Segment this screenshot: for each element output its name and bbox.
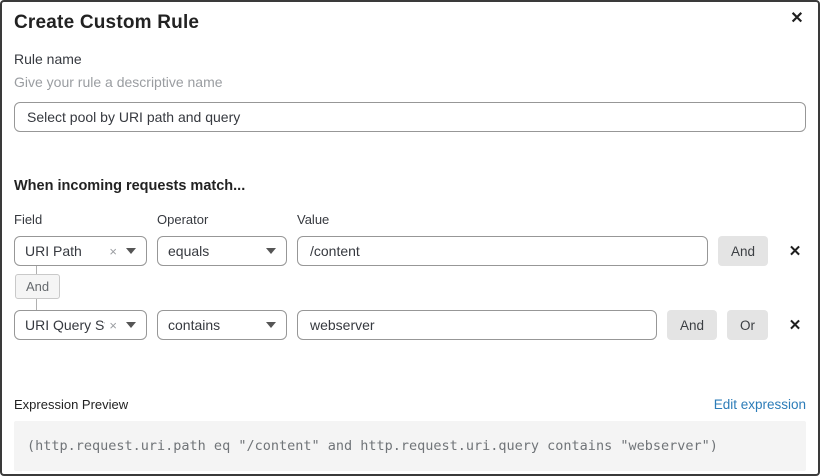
clear-icon[interactable]: × (109, 243, 117, 259)
matcher-heading: When incoming requests match... (14, 178, 246, 194)
operator-select[interactable]: equals (157, 236, 287, 266)
chevron-down-icon (266, 322, 276, 328)
delete-row-icon[interactable]: ✕ (784, 316, 806, 334)
and-connector-badge[interactable]: And (15, 274, 61, 299)
add-and-button[interactable]: And (666, 310, 717, 340)
edit-expression-link[interactable]: Edit expression (713, 397, 806, 412)
field-column-label: Field (14, 212, 43, 227)
close-icon[interactable]: ✕ (786, 8, 808, 30)
delete-row-icon[interactable]: ✕ (784, 242, 806, 260)
rule-name-label: Rule name (14, 51, 82, 67)
expression-preview-header: Expression Preview Edit expression (14, 397, 806, 412)
rule-name-hint: Give your rule a descriptive name (14, 74, 223, 90)
condition-row: URI Path × equals And ✕ (14, 236, 806, 266)
operator-column-label: Operator (157, 212, 209, 227)
clear-icon[interactable]: × (109, 317, 117, 333)
expression-preview-section: Expression Preview Edit expression (http… (14, 397, 806, 471)
field-select-value: URI Query St... (25, 317, 105, 333)
field-select[interactable]: URI Query St... × (14, 310, 147, 340)
condition-row: URI Query St... × contains And Or ✕ (14, 310, 806, 340)
connector-row: And (14, 266, 806, 310)
rule-name-section: Rule name Give your rule a descriptive n… (14, 51, 806, 132)
value-column-label: Value (297, 212, 330, 227)
value-input[interactable] (297, 310, 657, 340)
chevron-down-icon (126, 248, 136, 254)
rule-name-input[interactable] (14, 102, 806, 132)
add-and-button[interactable]: And (717, 236, 768, 266)
chevron-down-icon (266, 248, 276, 254)
field-select[interactable]: URI Path × (14, 236, 147, 266)
field-select-value: URI Path (25, 243, 82, 259)
operator-select-value: contains (168, 317, 221, 333)
expression-code: (http.request.uri.path eq "/content" and… (14, 421, 806, 471)
column-labels: Field Operator Value (14, 212, 806, 227)
value-input[interactable] (297, 236, 708, 266)
matcher-section: When incoming requests match... Field Op… (14, 178, 806, 340)
add-or-button[interactable]: Or (727, 310, 768, 340)
operator-select[interactable]: contains (157, 310, 287, 340)
dialog-title: Create Custom Rule (14, 12, 200, 33)
expression-preview-label: Expression Preview (14, 397, 129, 412)
operator-select-value: equals (168, 243, 210, 259)
chevron-down-icon (126, 322, 136, 328)
